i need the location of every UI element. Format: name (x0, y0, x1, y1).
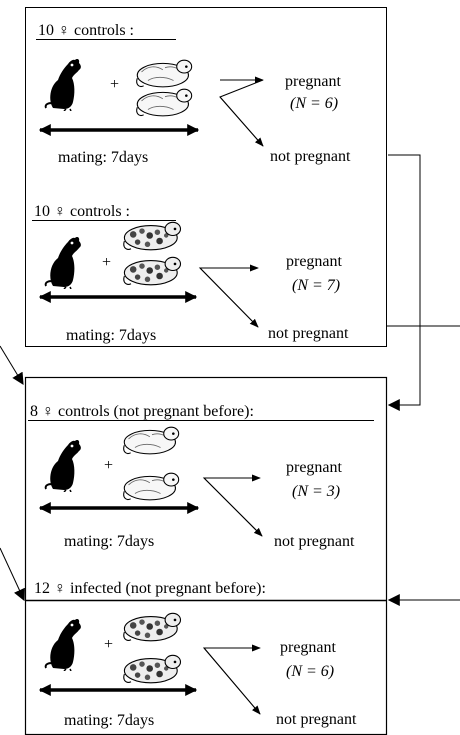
group-header: 10 ♀ controls : (34, 203, 130, 220)
incoming-arrow-to-lower-box (0, 345, 24, 386)
male-mouse-icon (136, 88, 193, 117)
female-mouse-icon (44, 439, 82, 492)
plus-sign: + (104, 457, 113, 474)
female-mouse-icon (44, 58, 82, 111)
mating-label: mating: 7days (58, 149, 148, 166)
not-pregnant-label: not pregnant (270, 148, 351, 165)
group-2: 10 ♀ controls : + mating: 7days pregnant… (32, 203, 349, 344)
group-3: 8 ♀ controls (not pregnant before): + ma… (28, 403, 374, 550)
group-1: 10 ♀ controls : + mating: 7days pregnant… (36, 22, 351, 166)
outcome-branch-lines (219, 79, 264, 147)
male-mouse-icon (123, 612, 182, 642)
male-mouse-icon (136, 59, 193, 88)
pregnant-label: pregnant (280, 639, 337, 656)
male-mouse-icon (123, 472, 180, 501)
not-pregnant-label: not pregnant (276, 711, 357, 728)
pregnant-count: (N = 7) (292, 277, 340, 294)
male-mouse-icon (123, 221, 182, 251)
pregnant-count: (N = 6) (286, 663, 334, 680)
connector-group1-to-group3 (387, 154, 421, 411)
female-mouse-icon (44, 236, 82, 289)
not-pregnant-arrow (219, 96, 264, 147)
group-header: 12 ♀ infected (not pregnant before): (34, 580, 266, 597)
plus-sign: + (104, 636, 113, 653)
male-mouse-icon (123, 426, 180, 455)
pregnant-label: pregnant (286, 253, 343, 270)
incoming-arrow-to-group4 (0, 547, 25, 602)
group-4: 12 ♀ infected (not pregnant before): + m… (26, 580, 386, 729)
pregnant-count: (N = 3) (292, 483, 340, 500)
mating-label: mating: 7days (64, 533, 154, 550)
plus-sign: + (110, 76, 119, 93)
group-header: 10 ♀ controls : (38, 22, 134, 39)
mating-label: mating: 7days (64, 712, 154, 729)
not-pregnant-arrow (203, 647, 261, 715)
not-pregnant-arrow (199, 267, 259, 328)
lower-box (24, 376, 388, 735)
not-pregnant-label: not pregnant (274, 533, 355, 550)
male-mouse-icon (123, 256, 182, 286)
upper-box (25, 7, 387, 347)
mating-label: mating: 7days (66, 327, 156, 344)
not-pregnant-arrow (203, 477, 263, 537)
pregnant-count: (N = 6) (290, 95, 338, 112)
not-pregnant-label: not pregnant (268, 325, 349, 342)
plus-sign: + (102, 254, 111, 271)
male-mouse-icon (123, 654, 182, 684)
group-header: 8 ♀ controls (not pregnant before): (30, 403, 254, 420)
pregnant-label: pregnant (285, 73, 342, 90)
pregnant-label: pregnant (286, 459, 343, 476)
female-mouse-icon (44, 618, 82, 671)
